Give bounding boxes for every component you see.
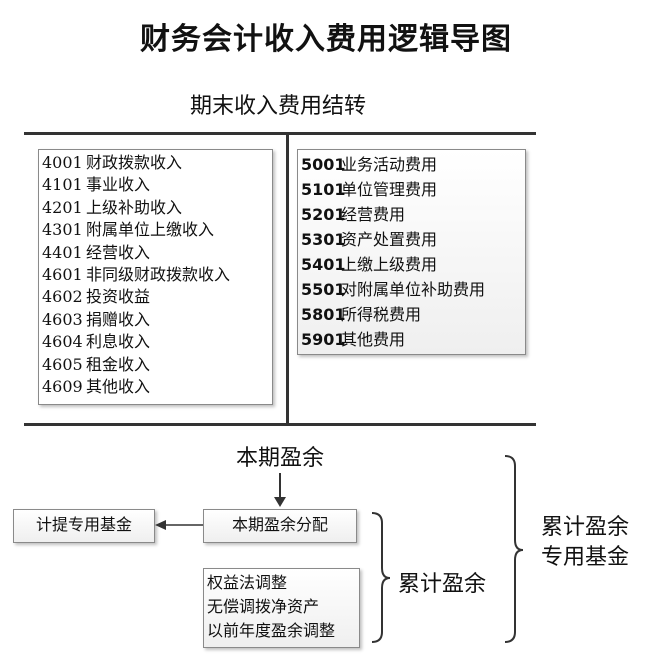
t-account-top-line bbox=[24, 132, 536, 135]
adjustments-box: 权益法调整无偿调拨净资产以前年度盈余调整 bbox=[203, 568, 360, 648]
income-code: 4604 bbox=[42, 332, 83, 352]
surplus-distribution-label: 本期盈余分配 bbox=[231, 515, 328, 534]
expense-code: 5001 bbox=[301, 155, 346, 174]
expense-code: 5301 bbox=[301, 230, 346, 249]
expense-name: 所得税费用 bbox=[341, 305, 422, 324]
expense-name: 上缴上级费用 bbox=[341, 255, 438, 274]
income-name: 附属单位上缴收入 bbox=[86, 220, 215, 240]
expense-code: 5101 bbox=[301, 180, 346, 199]
expense-item: 5801所得税费用 bbox=[301, 302, 525, 327]
expense-item: 5001业务活动费用 bbox=[301, 152, 525, 177]
expense-item: 5201经营费用 bbox=[301, 202, 525, 227]
t-account-bottom-line bbox=[24, 423, 536, 426]
income-name: 利息收入 bbox=[86, 332, 151, 352]
income-code: 4603 bbox=[42, 309, 83, 329]
income-name: 租金收入 bbox=[86, 354, 151, 374]
adjustment-item: 权益法调整 bbox=[207, 573, 288, 592]
accumulated-surplus-label: 累计盈余 bbox=[398, 572, 487, 597]
special-fund-provision-node: 计提专用基金 bbox=[13, 509, 155, 543]
outer-brace bbox=[504, 455, 524, 643]
expense-item: 5401上缴上级费用 bbox=[301, 252, 525, 277]
current-surplus-label: 本期盈余 bbox=[236, 446, 325, 471]
adjustments-list: 权益法调整无偿调拨净资产以前年度盈余调整 bbox=[204, 569, 359, 643]
expense-code: 5401 bbox=[301, 255, 346, 274]
income-code: 4609 bbox=[42, 377, 83, 397]
special-fund-provision-label: 计提专用基金 bbox=[35, 515, 132, 534]
expense-name: 对附属单位补助费用 bbox=[341, 280, 486, 299]
expense-name: 单位管理费用 bbox=[341, 180, 438, 199]
expense-code: 5901 bbox=[301, 330, 346, 349]
expense-name: 资产处置费用 bbox=[341, 230, 438, 249]
income-name: 投资收益 bbox=[86, 287, 151, 307]
income-code: 4605 bbox=[42, 354, 83, 374]
adjustment-item: 以前年度盈余调整 bbox=[207, 621, 336, 640]
income-code: 4101 bbox=[42, 175, 83, 195]
expense-code: 5801 bbox=[301, 305, 346, 324]
expense-item: 5301资产处置费用 bbox=[301, 227, 525, 252]
surplus-distribution-node: 本期盈余分配 bbox=[203, 509, 357, 543]
income-code: 4301 bbox=[42, 220, 83, 240]
income-name: 财政拨款收入 bbox=[86, 153, 183, 172]
income-name: 经营收入 bbox=[86, 242, 151, 262]
income-name: 上级补助收入 bbox=[86, 197, 183, 217]
expense-item: 5901其他费用 bbox=[301, 327, 525, 352]
income-name: 其他收入 bbox=[86, 377, 151, 397]
income-code: 4601 bbox=[42, 265, 83, 285]
expense-name: 经营费用 bbox=[341, 205, 406, 224]
income-code: 4201 bbox=[42, 197, 83, 217]
income-code: 4401 bbox=[42, 242, 83, 262]
expense-item: 5101单位管理费用 bbox=[301, 177, 525, 202]
outer-group-line-1: 累计盈余 bbox=[541, 515, 630, 540]
section-title: 期末收入费用结转 bbox=[190, 94, 367, 119]
income-name: 捐赠收入 bbox=[86, 309, 151, 329]
income-code: 4602 bbox=[42, 287, 83, 307]
expense-code: 5201 bbox=[301, 205, 346, 224]
outer-group-line-2: 专用基金 bbox=[541, 545, 630, 570]
expense-name: 其他费用 bbox=[341, 330, 406, 349]
arrow-down-head bbox=[274, 497, 286, 507]
inner-brace bbox=[371, 512, 391, 643]
expense-item: 5501对附属单位补助费用 bbox=[301, 277, 525, 302]
income-name: 事业收入 bbox=[86, 175, 151, 195]
diagram-title: 财务会计收入费用逻辑导图 bbox=[140, 22, 512, 57]
adjustment-item: 无偿调拨净资产 bbox=[207, 597, 320, 616]
t-account-divider bbox=[286, 132, 289, 426]
income-name: 非同级财政拨款收入 bbox=[86, 265, 231, 285]
expense-code: 5501 bbox=[301, 280, 346, 299]
income-code: 4001 bbox=[42, 153, 83, 172]
arrow-left-head bbox=[155, 520, 166, 530]
outer-group-label: 累计盈余 专用基金 bbox=[541, 513, 629, 573]
expense-name: 业务活动费用 bbox=[341, 155, 438, 174]
